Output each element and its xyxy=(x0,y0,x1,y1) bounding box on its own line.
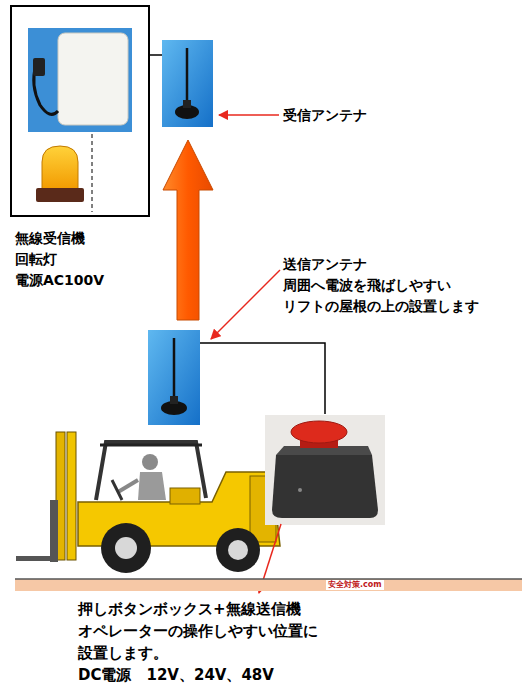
callout-label: 押しボタンボックス+無線送信機 オペレーターの操作しやすい位置に 設置します。 … xyxy=(78,598,358,686)
callout-label: 受信アンテナ xyxy=(283,105,403,125)
transmit-antenna xyxy=(148,330,200,425)
dashed-line xyxy=(92,134,93,212)
push-button-box xyxy=(265,415,385,525)
leader-arrow xyxy=(211,270,280,339)
watermark: 安全対策.com xyxy=(326,580,384,590)
signal-arrow xyxy=(163,140,213,320)
ground-line xyxy=(15,578,522,580)
box-outline xyxy=(10,5,150,217)
ground-band xyxy=(15,579,522,591)
receive-antenna xyxy=(162,40,213,127)
rotating-light xyxy=(36,146,84,202)
box-heading: 無線受信機 回転灯 電源AC100V xyxy=(10,228,153,291)
wire xyxy=(200,343,325,414)
forklift xyxy=(16,432,280,573)
receiver-unit xyxy=(28,28,132,132)
callout-label: 送信アンテナ 周囲へ電波を飛ばしやすい リフトの屋根の上の設置します xyxy=(283,254,515,317)
receiver-box: 無線受信機 回転灯 電源AC100V xyxy=(10,5,153,291)
leader-arrow xyxy=(219,114,279,116)
wire xyxy=(150,54,162,56)
